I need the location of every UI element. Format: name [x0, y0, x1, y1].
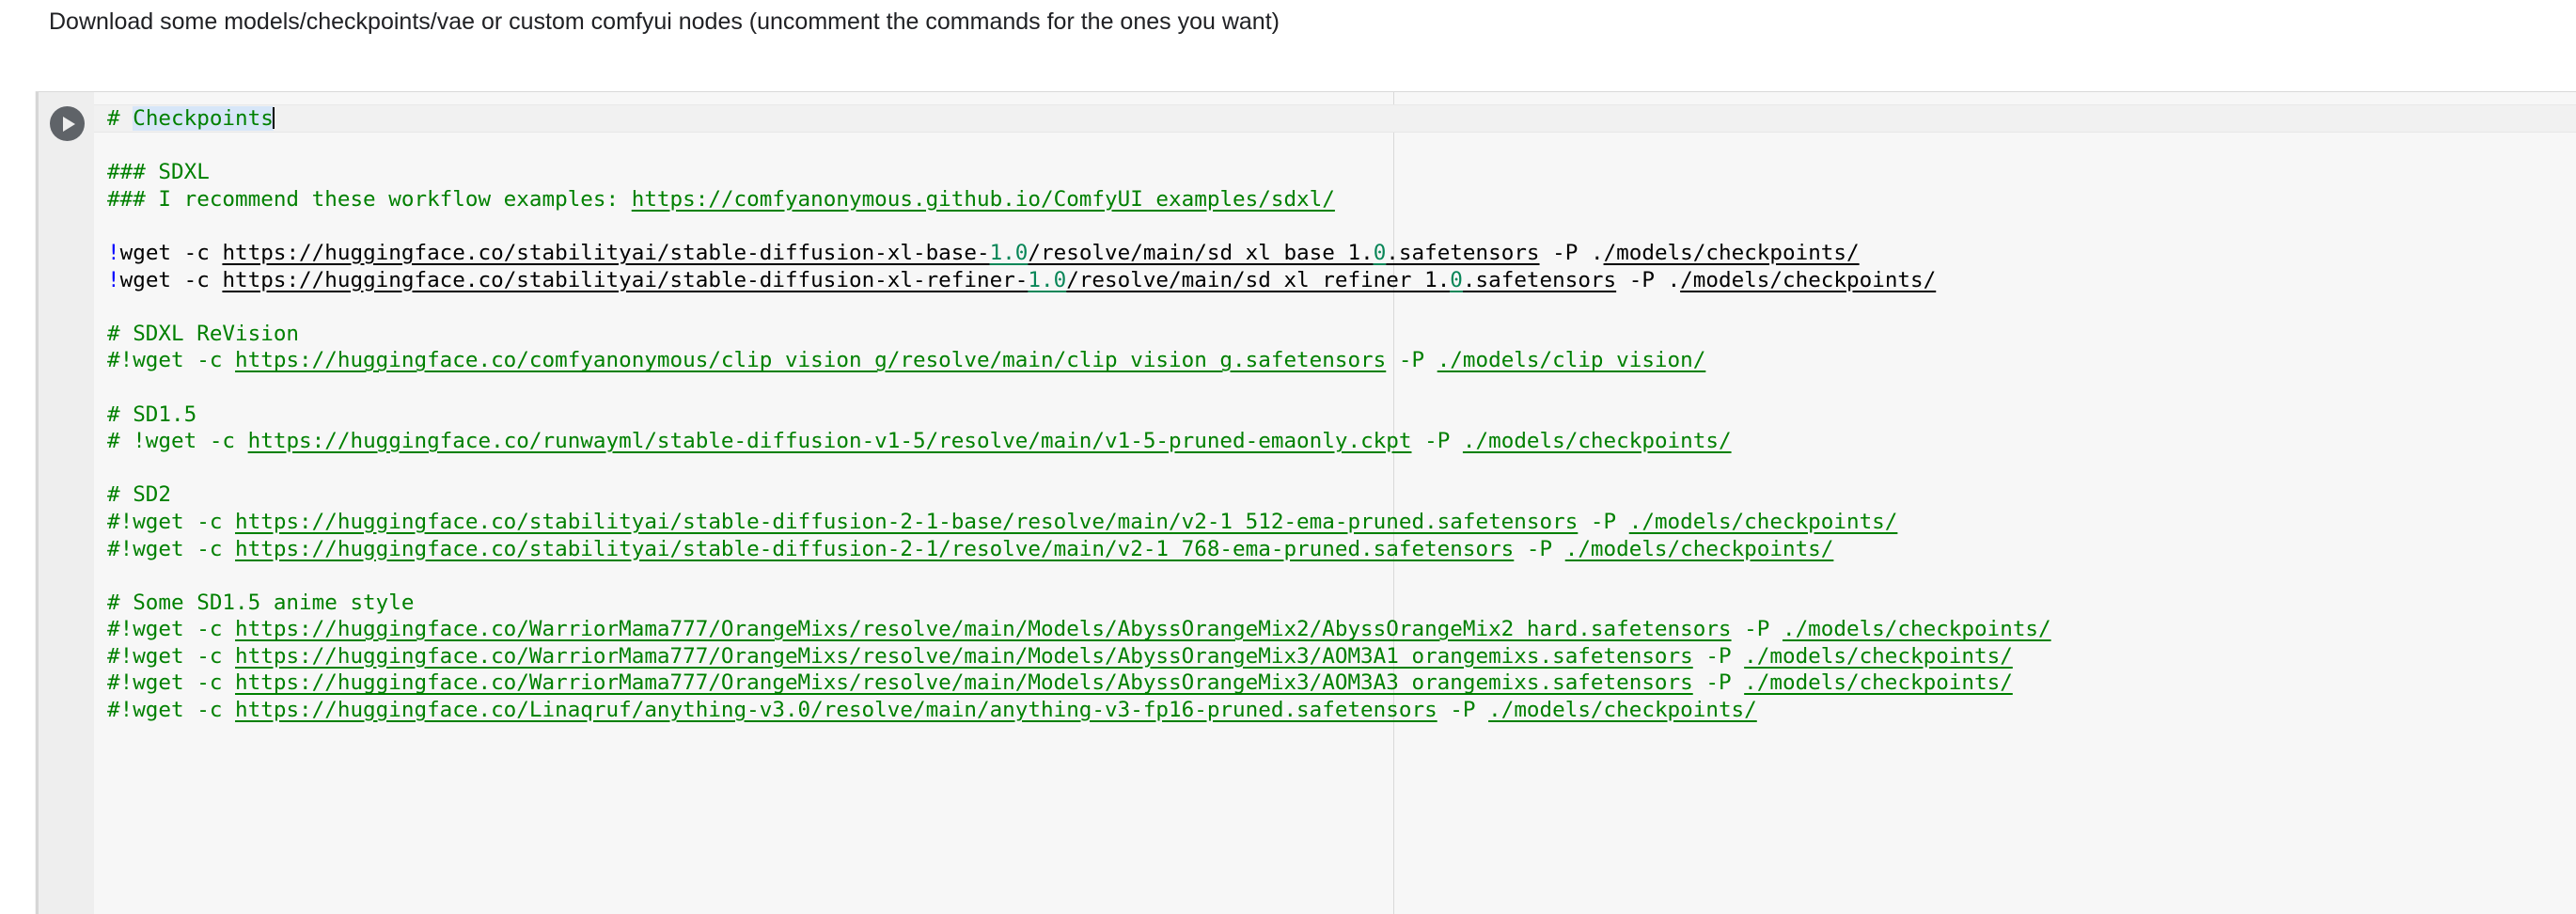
notebook-cell-description: Download some models/checkpoints/vae or …: [49, 8, 1280, 35]
code-line[interactable]: # SDXL ReVision: [107, 321, 2576, 348]
code-line[interactable]: #!wget -c https://huggingface.co/Linaqru…: [107, 697, 2576, 724]
code-line[interactable]: #!wget -c https://huggingface.co/stabili…: [107, 536, 2576, 563]
code-token: -P: [1411, 429, 1463, 454]
code-token: #!wget -c: [107, 698, 236, 723]
code-token: -P: [1731, 617, 1783, 642]
code-token: -P: [1578, 509, 1629, 534]
code-token: #!wget -c: [107, 348, 236, 373]
code-token: #!wget -c: [107, 509, 236, 534]
code-line[interactable]: [107, 562, 2576, 590]
code-token: 1.0: [1028, 267, 1067, 292]
play-icon: [63, 116, 75, 132]
code-editor[interactable]: # Checkpoints ### SDXL### I recommend th…: [94, 92, 2576, 914]
code-token: https://huggingface.co/stabilityai/stabl…: [222, 240, 990, 265]
code-line[interactable]: !wget -c https://huggingface.co/stabilit…: [107, 240, 2576, 267]
code-token: ### I recommend these workflow examples:: [107, 186, 632, 212]
code-token: -P: [1692, 670, 1745, 696]
code-token: #: [107, 106, 134, 131]
code-line[interactable]: # Some SD1.5 anime style: [107, 590, 2576, 617]
code-line[interactable]: [107, 133, 2576, 160]
code-token: # SD1.5: [107, 402, 197, 427]
code-line[interactable]: # SD2: [107, 481, 2576, 509]
code-token: https://comfyanonymous.github.io/ComfyUI…: [631, 186, 1335, 212]
code-text[interactable]: # Checkpoints ### SDXL### I recommend th…: [94, 92, 2576, 724]
code-token: #!wget -c: [107, 617, 236, 642]
code-token: wget -c: [119, 240, 223, 265]
code-token: ./models/checkpoints/: [1564, 536, 1834, 561]
code-line[interactable]: #!wget -c https://huggingface.co/Warrior…: [107, 670, 2576, 697]
code-line[interactable]: [107, 455, 2576, 482]
code-token: .safetensors: [1386, 240, 1540, 265]
code-token: /resolve/main/sd_xl_refiner_1.: [1066, 267, 1451, 292]
code-token: .: [1667, 267, 1681, 292]
text-caret: [272, 107, 275, 129]
code-token: https://huggingface.co/runwayml/stable-d…: [247, 429, 1412, 454]
code-line[interactable]: # Checkpoints: [107, 105, 2576, 133]
code-token: https://huggingface.co/WarriorMama777/Or…: [235, 617, 1732, 642]
code-token: -P: [1539, 240, 1591, 265]
active-line-top-border: [94, 104, 2576, 105]
code-token: 0: [1373, 240, 1387, 265]
column-ruler: [1393, 92, 1394, 914]
code-token: -P: [1437, 698, 1489, 723]
code-cell[interactable]: # Checkpoints ### SDXL### I recommend th…: [36, 92, 2576, 914]
code-line[interactable]: # !wget -c https://huggingface.co/runway…: [107, 428, 2576, 455]
code-token: ./models/clip_vision/: [1437, 348, 1706, 373]
code-token: # SDXL ReVision: [107, 321, 300, 346]
code-token: 1.0: [989, 240, 1029, 265]
code-token: !: [107, 240, 120, 265]
code-token: # SD2: [107, 482, 172, 508]
code-token: # !wget -c: [107, 429, 248, 454]
code-line[interactable]: [107, 374, 2576, 402]
code-token: -P: [1692, 643, 1745, 669]
code-token: ./models/checkpoints/: [1628, 509, 1898, 534]
active-line-bottom-border: [94, 132, 2576, 133]
code-token: wget -c: [119, 267, 223, 292]
code-token: https://huggingface.co/stabilityai/stabl…: [235, 536, 1515, 561]
code-token: .: [1590, 240, 1604, 265]
code-token: -P: [1616, 267, 1668, 292]
code-token: ### SDXL: [107, 160, 210, 185]
code-token: https://huggingface.co/stabilityai/stabl…: [222, 267, 1029, 292]
code-token: ./models/checkpoints/: [1744, 643, 2013, 669]
code-token: /resolve/main/sd_xl_base_1.: [1028, 240, 1374, 265]
code-line[interactable]: [107, 293, 2576, 321]
code-line[interactable]: #!wget -c https://huggingface.co/Warrior…: [107, 643, 2576, 670]
code-line[interactable]: ### SDXL: [107, 159, 2576, 186]
code-token: # Some SD1.5 anime style: [107, 590, 415, 615]
code-token: Checkpoints: [133, 106, 274, 131]
code-token: ./models/checkpoints/: [1488, 698, 1757, 723]
code-token: #!wget -c: [107, 670, 236, 696]
code-line[interactable]: #!wget -c https://huggingface.co/Warrior…: [107, 616, 2576, 643]
code-line[interactable]: !wget -c https://huggingface.co/stabilit…: [107, 267, 2576, 294]
code-line[interactable]: #!wget -c https://huggingface.co/comfyan…: [107, 347, 2576, 374]
code-token: https://huggingface.co/WarriorMama777/Or…: [235, 670, 1693, 696]
code-token: /models/checkpoints/: [1603, 240, 1860, 265]
code-token: ./models/checkpoints/: [1462, 429, 1732, 454]
code-line[interactable]: # SD1.5: [107, 402, 2576, 429]
code-line[interactable]: #!wget -c https://huggingface.co/stabili…: [107, 509, 2576, 536]
code-token: -P: [1386, 348, 1437, 373]
code-token: .safetensors: [1462, 267, 1617, 292]
code-token: !: [107, 267, 120, 292]
code-token: #!wget -c: [107, 536, 236, 561]
code-token: https://huggingface.co/comfyanonymous/cl…: [235, 348, 1387, 373]
code-token: ./models/checkpoints/: [1782, 617, 2051, 642]
code-line[interactable]: ### I recommend these workflow examples:…: [107, 186, 2576, 213]
run-cell-button[interactable]: [50, 106, 85, 141]
code-token: /models/checkpoints/: [1680, 267, 1937, 292]
code-token: https://huggingface.co/stabilityai/stabl…: [235, 509, 1579, 534]
code-token: 0: [1450, 267, 1463, 292]
active-line-highlight: [94, 105, 2576, 132]
code-token: https://huggingface.co/WarriorMama777/Or…: [235, 643, 1693, 669]
code-token: #!wget -c: [107, 643, 236, 669]
code-token: ./models/checkpoints/: [1744, 670, 2013, 696]
cell-gutter: [36, 92, 94, 914]
code-token: https://huggingface.co/Linaqruf/anything…: [235, 698, 1437, 723]
code-line[interactable]: [107, 213, 2576, 240]
code-token: -P: [1514, 536, 1565, 561]
cell-top-divider: [36, 91, 2576, 92]
